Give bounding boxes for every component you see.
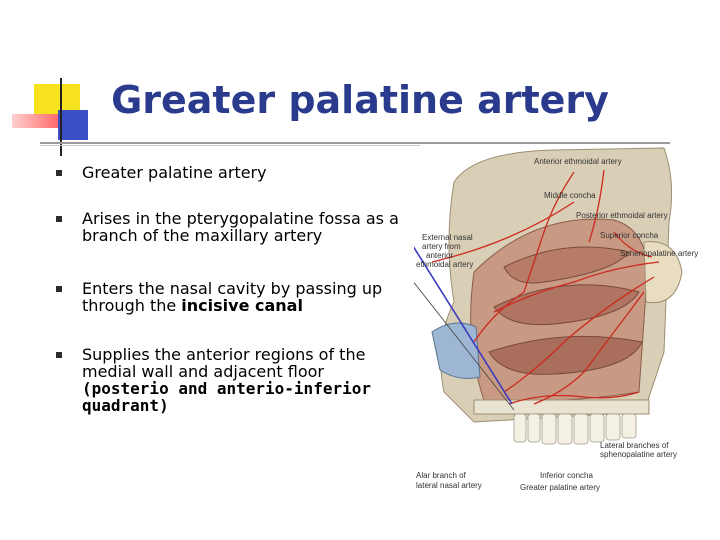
nasal-vestibule-shape: [431, 322, 481, 379]
label-sphenopalatine: Sphenopalatine artery: [620, 249, 698, 258]
bullet-text: Greater palatine artery: [82, 163, 267, 182]
superior-concha-shape: [503, 246, 630, 284]
label-lateral-branches: sphenopalatine artery: [600, 450, 677, 459]
label-external-nasal: artery from: [422, 242, 461, 251]
bullet-item: Arises in the pterygopalatine fossa as a…: [52, 210, 412, 244]
label-greater-palatine: Greater palatine artery: [520, 483, 600, 492]
decor-vertical-line: [60, 78, 62, 156]
label-external-nasal: ethmoidal artery: [416, 260, 473, 269]
label-middle-concha: Middle concha: [544, 191, 596, 200]
label-anterior-ethmoidal: Anterior ethmoidal artery: [534, 157, 622, 166]
pointer-line-blue: [414, 246, 513, 405]
decor-blue-square: [58, 110, 88, 140]
bullet-text: Supplies the anterior regions of the med…: [82, 345, 366, 381]
label-superior-concha: Superior concha: [600, 231, 659, 240]
label-inferior-concha: Inferior concha: [540, 471, 593, 480]
label-alar-branch: lateral nasal artery: [416, 481, 482, 490]
nasal-cavity-illustration: Anterior ethmoidal artery Middle concha …: [414, 147, 698, 492]
bullet-item: Enters the nasal cavity by passing up th…: [52, 280, 412, 314]
label-lateral-branches: Lateral branches of: [600, 441, 669, 450]
bullet-square-icon: [56, 216, 62, 222]
bullet-bold-text: (posterio and anterio-inferior quadrant): [82, 379, 371, 415]
bullet-item: Greater palatine artery: [52, 164, 267, 181]
slide-title: Greater palatine artery: [111, 78, 609, 122]
label-alar-branch: Alar branch of: [416, 471, 467, 480]
bullet-square-icon: [56, 286, 62, 292]
title-underline-shadow: [40, 145, 420, 146]
hard-palate-shape: [473, 399, 650, 415]
decor-red-bar: [12, 114, 58, 128]
bullet-bold-text: incisive canal: [181, 296, 303, 315]
bullet-item: Supplies the anterior regions of the med…: [52, 346, 412, 414]
bullet-text: Arises in the pterygopalatine fossa as a…: [82, 209, 399, 245]
title-underline: [40, 142, 670, 144]
pointer-line-dark: [414, 281, 515, 411]
bullet-square-icon: [56, 170, 62, 176]
sphenoid-sinus-shape: [643, 241, 683, 304]
artery-network: [431, 169, 660, 405]
label-posterior-ethmoidal: Posterior ethmoidal artery: [576, 211, 668, 220]
label-external-nasal: anterior: [426, 251, 453, 260]
label-external-nasal: External nasal: [422, 233, 473, 242]
teeth-group: [513, 413, 637, 445]
bullet-square-icon: [56, 352, 62, 358]
bullet-text: Enters the nasal cavity by passing up th…: [82, 279, 383, 315]
